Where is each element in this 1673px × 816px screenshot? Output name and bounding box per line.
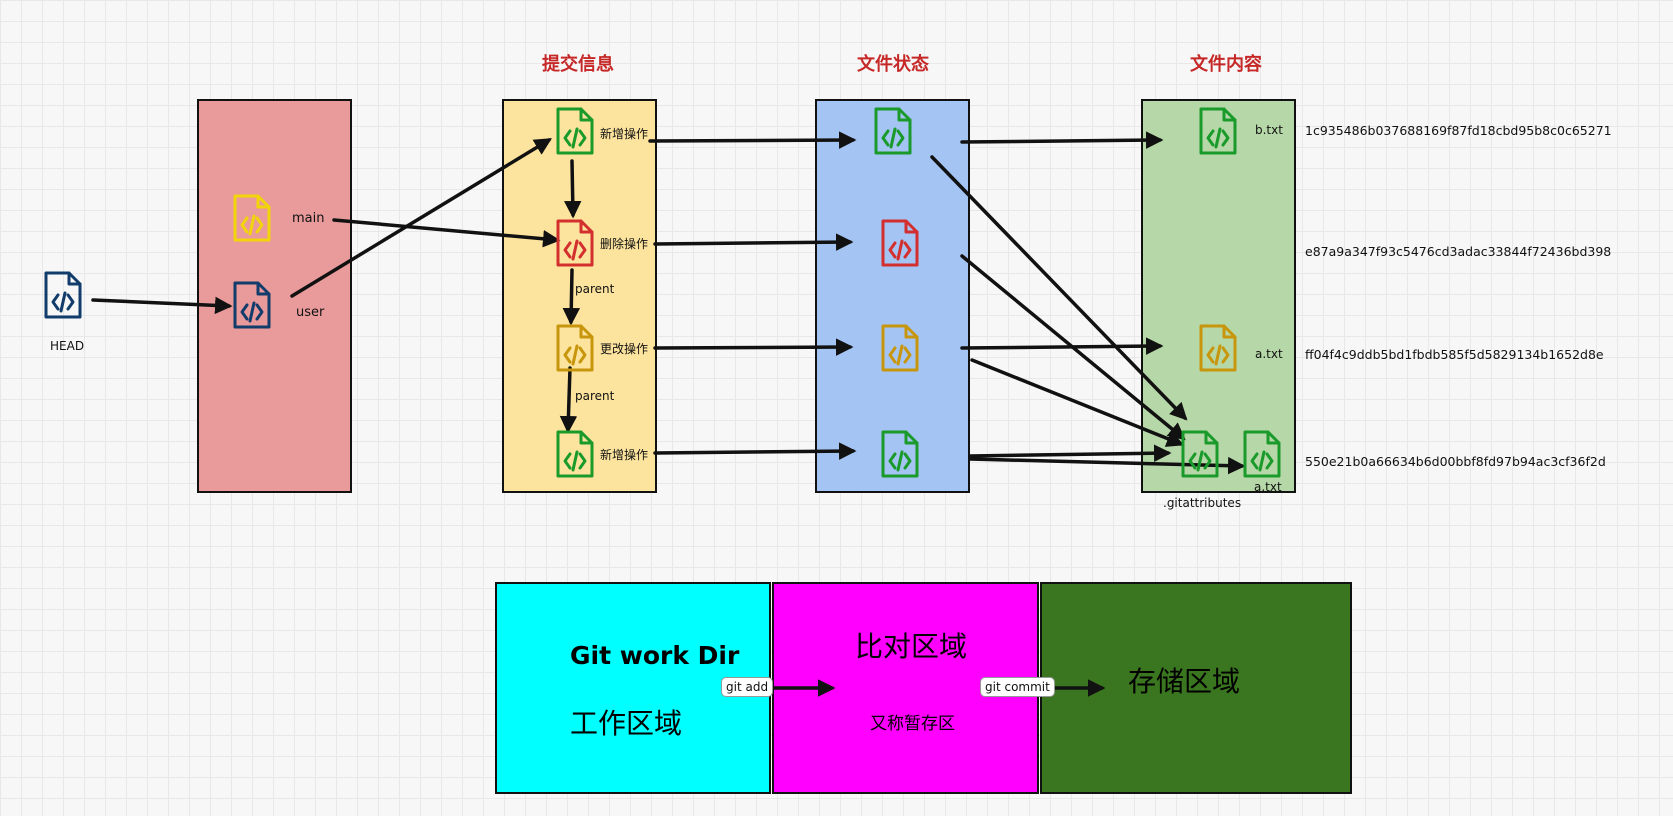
arrow-state4-to-gitattr xyxy=(968,444,1172,462)
commit4-file-icon xyxy=(556,430,594,478)
gitattributes-label: .gitattributes xyxy=(1163,496,1242,510)
user-file-icon xyxy=(233,281,271,329)
main-file-icon xyxy=(233,194,271,242)
arrow-main-to-commit2 xyxy=(332,218,561,248)
work-dir-title-cn: 工作区域 xyxy=(570,707,683,740)
arrow-commit2-to-state2 xyxy=(653,233,854,251)
commit3-file-icon xyxy=(556,324,594,372)
state3-file-icon xyxy=(881,324,919,372)
arrow-commit2-to-commit3 xyxy=(562,268,581,326)
atxt-file-icon xyxy=(1199,324,1237,372)
git-commit-tag: git commit xyxy=(980,677,1055,697)
parent-label-1: parent xyxy=(575,282,615,296)
arrow-commit4-to-state4 xyxy=(653,442,857,460)
arrow-commit3-to-state3 xyxy=(653,338,854,356)
commit-info-title: 提交信息 xyxy=(542,54,614,75)
head-label: HEAD xyxy=(50,339,85,353)
file-state-title: 文件状态 xyxy=(857,54,929,75)
hash-3: ff04f4c9ddb5bd1fbdb585f5d5829134b1652d8e xyxy=(1305,347,1604,362)
state1-file-icon xyxy=(874,107,912,155)
repo-title: 存储区域 xyxy=(1128,665,1241,698)
atxt2-label: a.txt xyxy=(1254,480,1282,494)
commit2-file-icon xyxy=(556,219,594,267)
work-dir-title-en: Git work Dir xyxy=(570,641,740,670)
arrow-state4-to-atxt2 xyxy=(968,456,1246,475)
commit1-label: 新增操作 xyxy=(600,127,649,141)
atxt2-file-icon xyxy=(1243,430,1281,478)
state4-file-icon xyxy=(881,430,919,478)
git-add-tag: git add xyxy=(721,677,774,697)
arrow-commit3-to-commit4 xyxy=(559,366,578,434)
file-state-panel xyxy=(815,99,970,493)
btxt-file-icon xyxy=(1199,107,1237,155)
stage-title: 比对区域 xyxy=(855,630,968,663)
arrow-head-to-user xyxy=(91,296,233,315)
atxt-label: a.txt xyxy=(1255,347,1283,361)
btxt-label: b.txt xyxy=(1255,123,1283,137)
hash-4: 550e21b0a66634b6d00bbf8fd97b94ac3cf36f2d xyxy=(1305,454,1606,469)
commit2-label: 删除操作 xyxy=(600,237,649,251)
commit1-file-icon xyxy=(556,107,594,155)
parent-label-2: parent xyxy=(575,389,615,403)
head-file-icon xyxy=(44,271,82,319)
arrow-state3-to-atxt xyxy=(960,337,1164,355)
arrow-state3-to-gitattr xyxy=(970,358,1185,447)
commit3-label: 更改操作 xyxy=(600,342,649,356)
file-content-title: 文件内容 xyxy=(1190,54,1262,75)
arrow-commit1-to-commit2 xyxy=(563,159,582,219)
gitattributes-file-icon xyxy=(1181,430,1219,478)
main-label: main xyxy=(292,211,325,226)
arrow-commit1-to-state1 xyxy=(648,131,857,149)
refs-panel xyxy=(197,99,352,493)
arrow-state1-to-btxt xyxy=(960,131,1164,149)
commit-panel xyxy=(502,99,657,493)
state2-file-icon xyxy=(881,219,919,267)
arrow-state2-to-gitattr xyxy=(960,254,1186,441)
arrow-user-to-commit1 xyxy=(290,138,552,298)
stage-subtitle: 又称暂存区 xyxy=(870,714,955,734)
commit4-label: 新增操作 xyxy=(600,448,649,462)
arrow-state1-to-gitattr xyxy=(930,155,1188,421)
hash-2: e87a9a347f93c5476cd3adac33844f72436bd398 xyxy=(1305,244,1612,259)
hash-1: 1c935486b037688169f87fd18cbd95b8c0c65271 xyxy=(1305,123,1612,138)
user-label: user xyxy=(296,305,325,320)
